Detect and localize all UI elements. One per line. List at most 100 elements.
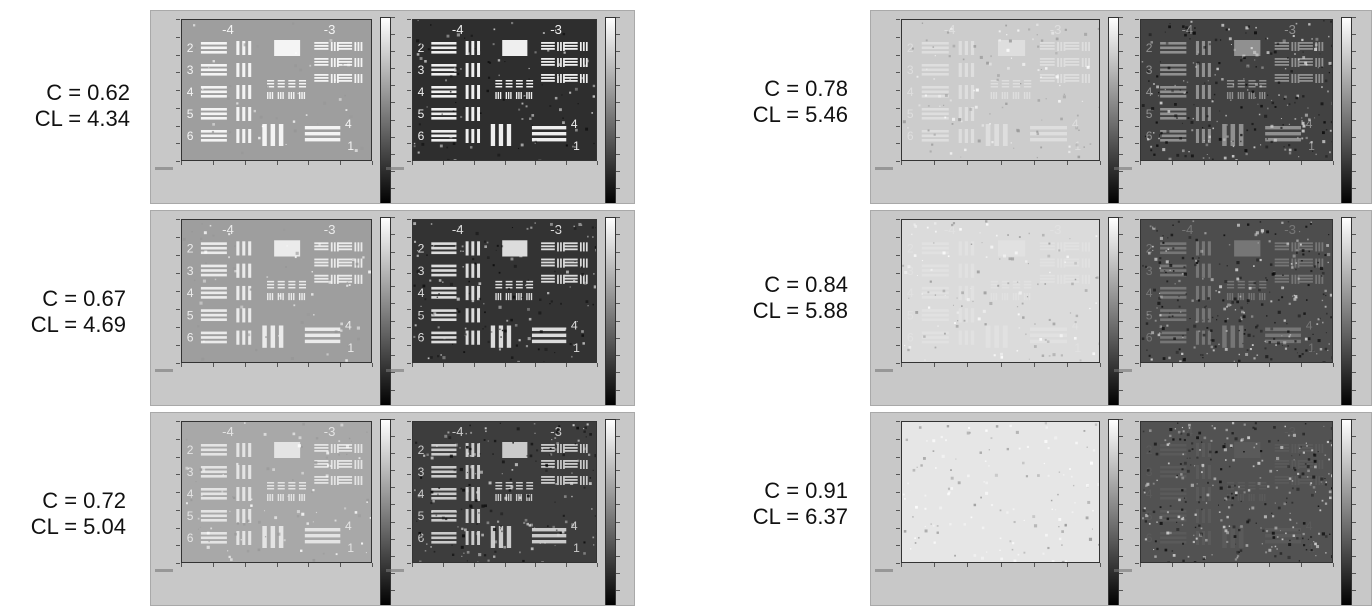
speckle (326, 464, 330, 467)
target-bar (505, 80, 513, 82)
speckle (1271, 512, 1273, 514)
target-bar (1265, 528, 1301, 532)
target-bar (1226, 482, 1235, 484)
speckle (1308, 23, 1311, 26)
speckle (1246, 302, 1249, 304)
target-bar (277, 280, 285, 283)
speckle (1228, 465, 1231, 468)
target-bar (1297, 460, 1300, 469)
target-bar (1229, 293, 1231, 301)
target-bar (1002, 325, 1008, 348)
target-bar (1160, 86, 1187, 89)
speckle (1211, 425, 1213, 427)
tick (244, 161, 246, 165)
target-bar (964, 330, 968, 345)
speckle (1036, 34, 1039, 36)
label-right-row2: C = 0.84 CL = 5.88 (726, 272, 848, 324)
speckle (902, 493, 905, 496)
speckle (1154, 540, 1157, 543)
speckle (1188, 31, 1191, 34)
speckle (449, 282, 454, 286)
target-bar (337, 42, 353, 44)
colorbar (1341, 217, 1352, 405)
speckle (500, 525, 502, 528)
speckle (1307, 469, 1310, 473)
speckle (283, 539, 286, 542)
speckle (1033, 524, 1038, 528)
speckle (1282, 39, 1286, 43)
target-bar (563, 466, 578, 468)
tick (616, 320, 620, 322)
tick (176, 19, 180, 20)
speckle (460, 508, 463, 511)
speckle (1277, 299, 1280, 301)
speckle (927, 291, 930, 294)
target-bar (200, 309, 227, 312)
target-bar (507, 92, 510, 99)
speckle (1219, 285, 1223, 289)
speckle (1257, 242, 1259, 244)
speckle (1327, 349, 1329, 351)
speckle (462, 266, 464, 268)
speckle (1179, 136, 1182, 140)
target-bar (267, 86, 275, 88)
speckle (924, 94, 927, 97)
target-bar (431, 340, 457, 344)
tick (616, 136, 620, 138)
tick (1135, 327, 1139, 328)
target-bar (465, 107, 469, 121)
target-bar (271, 92, 274, 99)
speckle (1265, 37, 1267, 40)
speckle (1198, 431, 1202, 435)
speckle (1142, 264, 1144, 267)
target-bar (1039, 80, 1055, 82)
speckle (1317, 505, 1320, 507)
speckle (1258, 113, 1261, 116)
speckle (1159, 506, 1162, 509)
target-bar (267, 293, 269, 301)
target-bar (921, 117, 949, 120)
target-bar (1060, 460, 1063, 469)
speckle (1084, 32, 1088, 36)
speckle (557, 227, 561, 230)
speckle (1061, 560, 1065, 562)
speckle (592, 303, 595, 306)
speckle (1159, 325, 1162, 328)
image-caption-mark (155, 167, 173, 170)
speckle (1296, 487, 1300, 491)
speckle (453, 67, 456, 70)
speckle (1183, 438, 1186, 442)
speckle (526, 494, 530, 498)
speckle (1211, 554, 1213, 556)
speckle (581, 334, 585, 337)
speckle (1282, 274, 1284, 277)
speckle (592, 95, 596, 98)
target-bar (471, 465, 475, 479)
target-bar (921, 112, 949, 116)
speckle (562, 32, 566, 36)
speckle (917, 536, 920, 539)
speckle (1075, 143, 1079, 147)
speckle (1285, 501, 1287, 503)
target-bar (1201, 443, 1205, 457)
target-bar (1063, 476, 1066, 485)
target-bar (242, 285, 246, 301)
target-bar (431, 444, 457, 447)
target-bar (526, 280, 534, 283)
speckle (1224, 499, 1226, 501)
speckle (422, 284, 426, 288)
speckle (1228, 244, 1231, 246)
target-number: 4 (1306, 519, 1313, 533)
speckle (345, 109, 348, 111)
target-bar (288, 280, 296, 283)
speckle (1317, 318, 1320, 321)
speckle (249, 288, 252, 291)
target-bar (357, 58, 360, 67)
speckle (1238, 486, 1240, 488)
speckle (496, 244, 499, 247)
speckle (1143, 491, 1146, 494)
target-bar (200, 448, 227, 452)
speckle (549, 303, 551, 305)
